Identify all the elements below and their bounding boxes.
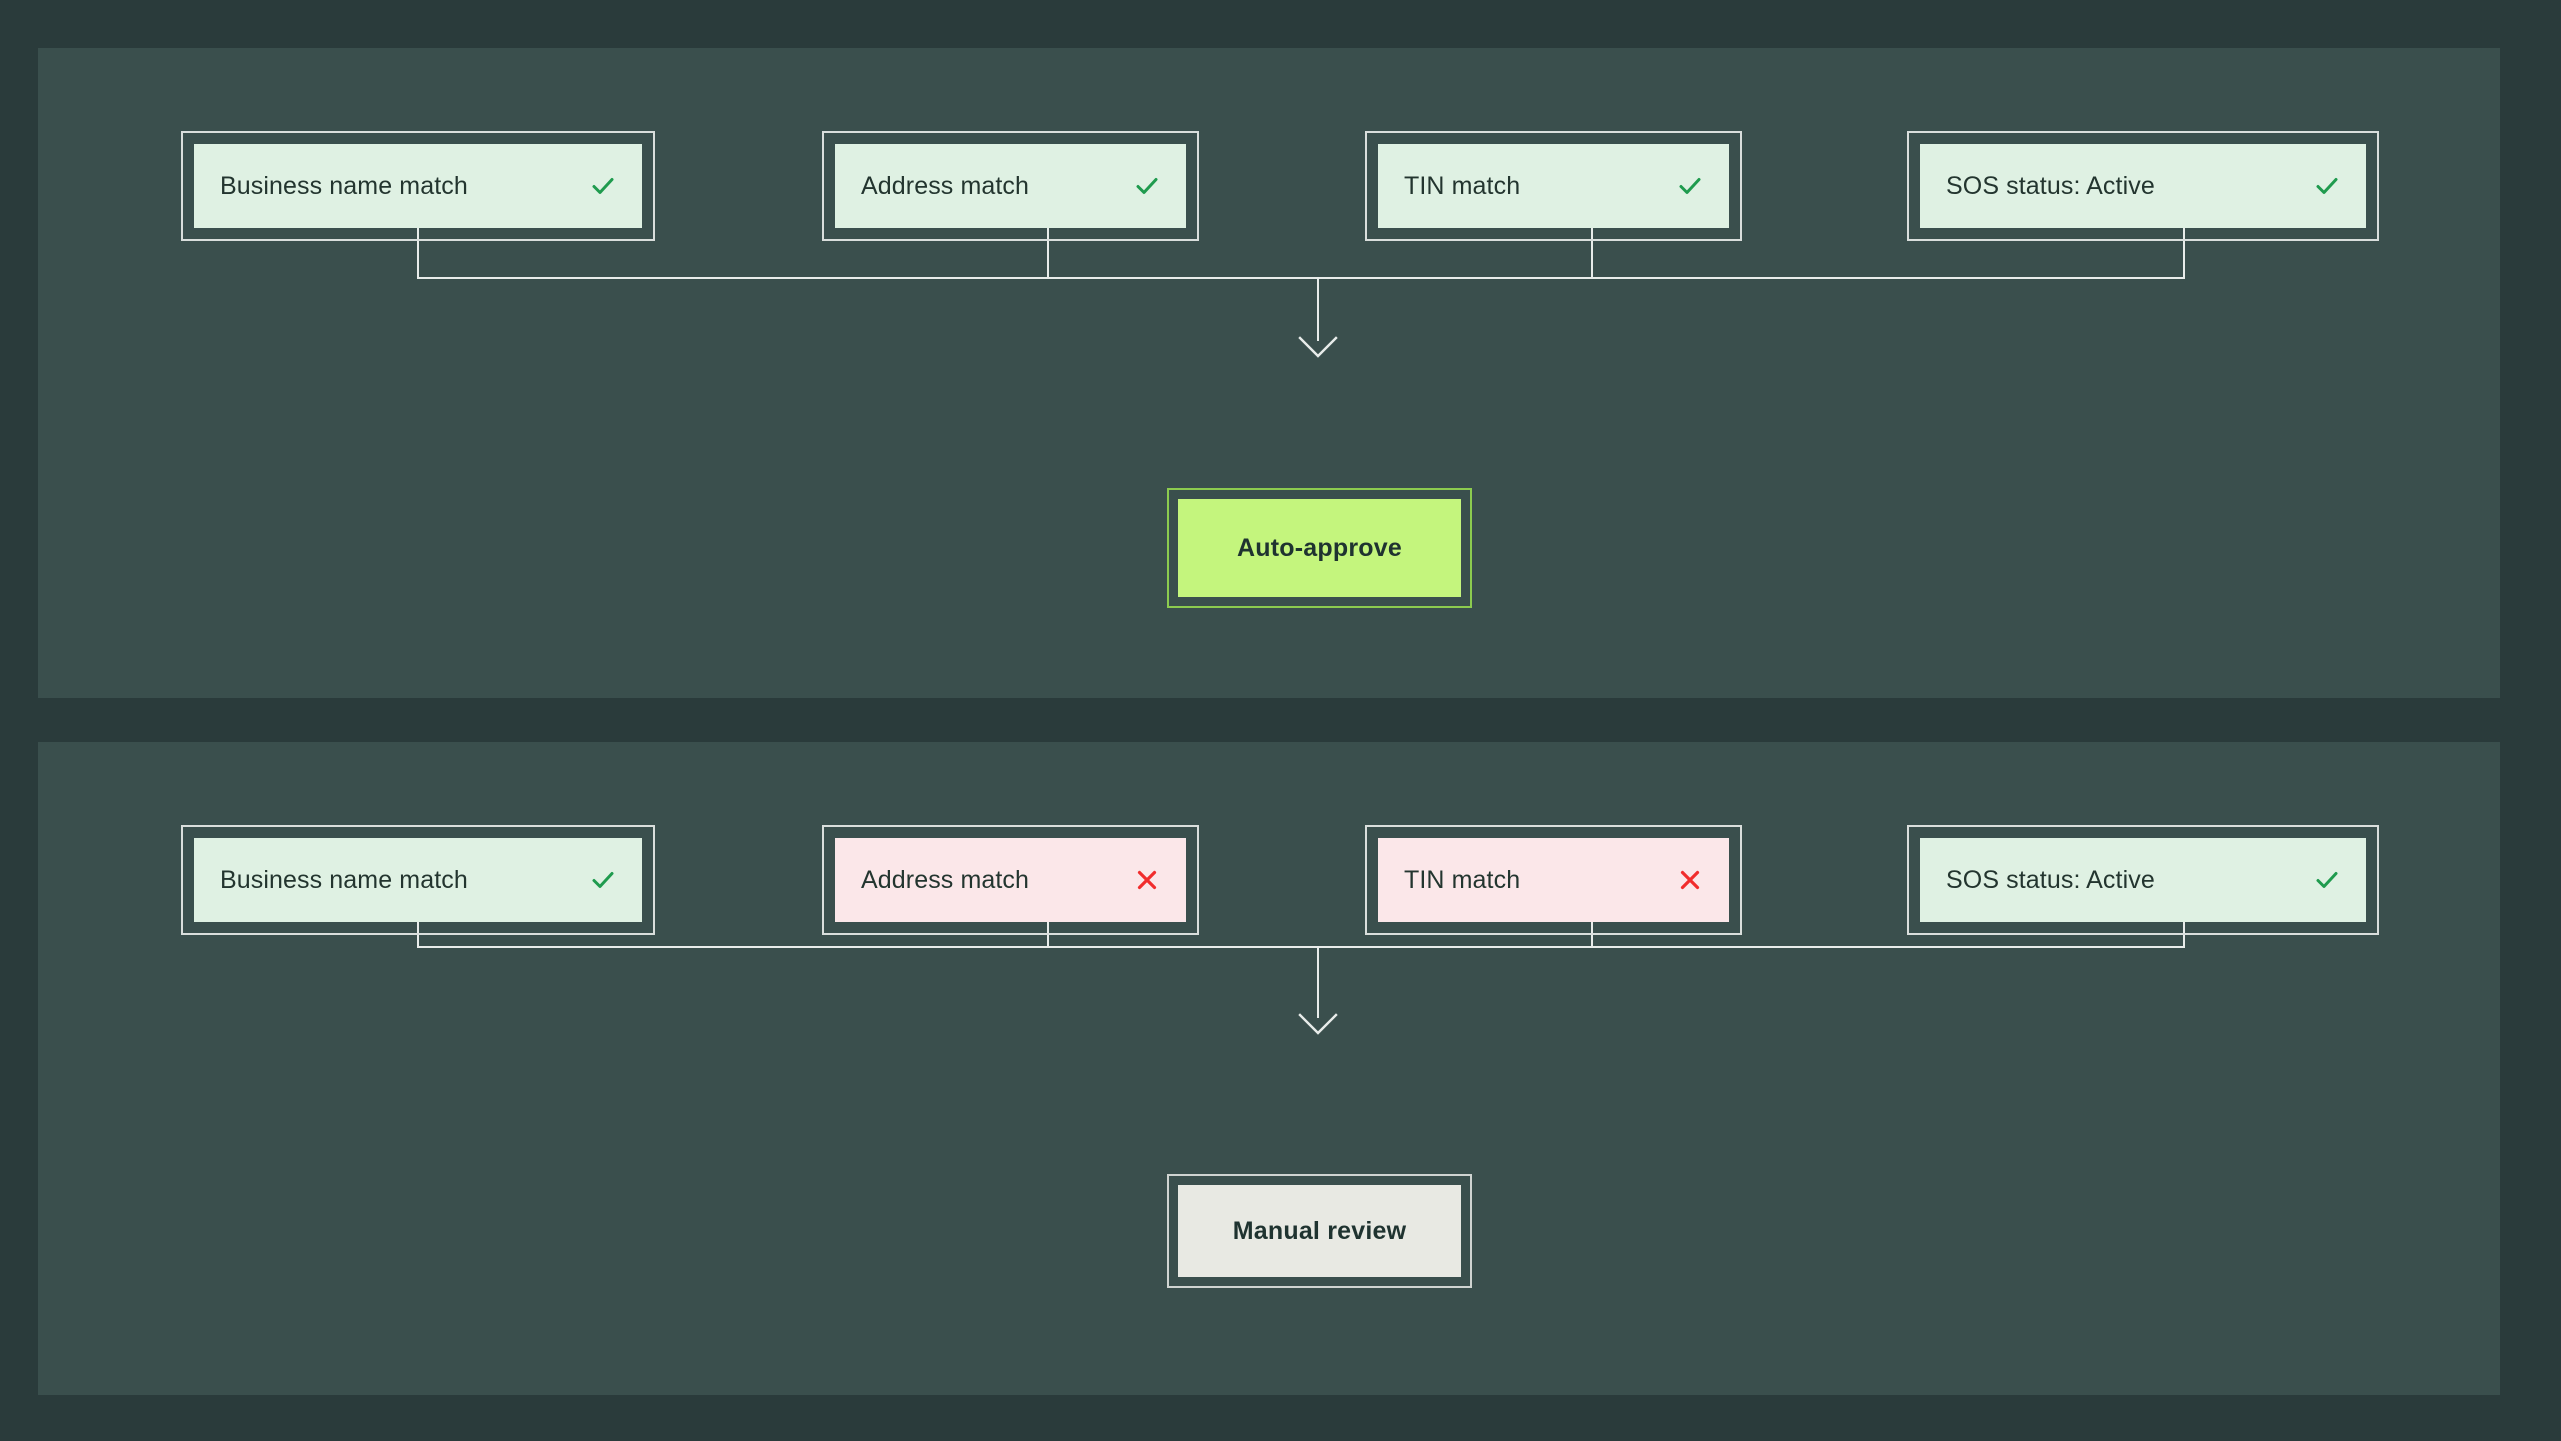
check-icon [588, 865, 618, 895]
check-card-label: TIN match [1404, 171, 1521, 200]
check-card-label: Business name match [220, 171, 468, 200]
check-card-body: SOS status: Active [1920, 144, 2366, 228]
check-card-label: Business name match [220, 865, 468, 894]
check-icon [588, 171, 618, 201]
outcome-label: Auto-approve [1237, 533, 1402, 562]
check-card-address-match[interactable]: Address match [822, 131, 1199, 241]
check-icon [2312, 171, 2342, 201]
outcome-auto-approve[interactable]: Auto-approve [1167, 488, 1472, 608]
outcome-label: Manual review [1232, 1216, 1407, 1245]
check-card-body: TIN match [1378, 838, 1729, 922]
arrow-head-icon [1298, 1013, 1338, 1035]
check-card-body: Address match [835, 144, 1186, 228]
connector-bus [417, 277, 2185, 279]
check-card-label: Address match [861, 865, 1030, 894]
connector-stem [1317, 277, 1319, 341]
outcome-manual-review[interactable]: Manual review [1167, 1174, 1472, 1288]
check-card-label: SOS status: Active [1946, 171, 2155, 200]
check-icon [1132, 171, 1162, 201]
check-card-body: TIN match [1378, 144, 1729, 228]
check-card-tin-match[interactable]: TIN match [1365, 131, 1742, 241]
check-icon [1675, 171, 1705, 201]
check-icon [2312, 865, 2342, 895]
check-card-label: TIN match [1404, 865, 1521, 894]
check-card-sos-status[interactable]: SOS status: Active [1907, 825, 2379, 935]
check-card-body: Business name match [194, 144, 642, 228]
arrow-head-icon [1298, 336, 1338, 358]
check-card-label: Address match [861, 171, 1030, 200]
check-card-sos-status[interactable]: SOS status: Active [1907, 131, 2379, 241]
check-card-label: SOS status: Active [1946, 865, 2155, 894]
check-card-body: Business name match [194, 838, 642, 922]
check-card-tin-match[interactable]: TIN match [1365, 825, 1742, 935]
check-card-body: SOS status: Active [1920, 838, 2366, 922]
connector-bus [417, 946, 2185, 948]
panel-auto-approve-flow: Business name match Address match TIN ma… [38, 48, 2500, 698]
connector-stem [1317, 946, 1319, 1018]
outcome-body: Auto-approve [1178, 499, 1461, 597]
check-card-address-match[interactable]: Address match [822, 825, 1199, 935]
cross-icon [1675, 865, 1705, 895]
cross-icon [1132, 865, 1162, 895]
check-card-business-name-match[interactable]: Business name match [181, 825, 655, 935]
outcome-body: Manual review [1178, 1185, 1461, 1277]
panel-manual-review-flow: Business name match Address match TIN ma… [38, 742, 2500, 1395]
check-card-business-name-match[interactable]: Business name match [181, 131, 655, 241]
check-card-body: Address match [835, 838, 1186, 922]
